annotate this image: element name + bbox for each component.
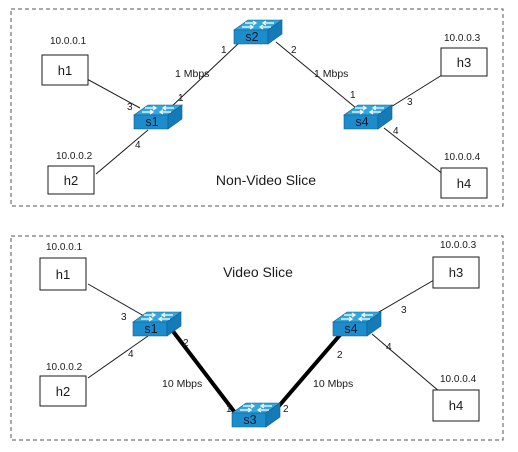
host-box: [432, 256, 480, 289]
port-label: 2: [183, 338, 189, 349]
host-box: [39, 257, 87, 291]
port-label: 3: [127, 102, 133, 113]
link-s4-h3: [371, 279, 435, 317]
host-box: [440, 47, 488, 77]
switch-s3: s3: [231, 402, 281, 428]
switch-label: s2: [245, 30, 258, 44]
slice-border: [10, 8, 504, 207]
switch-s2: s2: [233, 19, 283, 45]
host-box: [39, 375, 87, 407]
host-label: h1: [58, 63, 72, 78]
host-h3: h3 10.0.0.3: [432, 240, 480, 289]
host-h2: h2 10.0.0.2: [39, 362, 87, 407]
host-h1: h1 10.0.0.1: [39, 242, 87, 291]
link-s2-s4: [275, 41, 357, 109]
slice-border: [10, 235, 504, 441]
link-h2-s1: [95, 129, 149, 175]
host-ip: 10.0.0.3: [440, 240, 477, 251]
port-label: 4: [128, 349, 134, 360]
port-label: 4: [393, 126, 399, 137]
host-label: h3: [457, 55, 471, 70]
link-s1-s2: [169, 41, 241, 109]
bandwidth-label: 10 Mbps: [313, 378, 353, 390]
port-label: 1: [221, 45, 227, 56]
slice-title: Video Slice: [223, 264, 293, 280]
switch-label: s3: [243, 413, 256, 427]
slice-title: Non-Video Slice: [216, 172, 316, 188]
host-label: h2: [64, 173, 78, 188]
port-label: 4: [135, 140, 141, 151]
port-label: 1: [350, 90, 356, 101]
port-label: 4: [386, 342, 392, 353]
link-s4-h3: [385, 74, 443, 111]
switch-label: s4: [355, 115, 368, 129]
link-s1-s3: [170, 328, 238, 416]
port-label: 2: [283, 404, 289, 415]
switch-s1: s1: [133, 104, 183, 130]
link-s4-h4: [371, 333, 441, 393]
host-h4: h4 10.0.0.4: [432, 374, 480, 422]
host-label: h2: [56, 384, 70, 399]
port-label: 3: [121, 312, 127, 323]
port-label: 1: [178, 93, 184, 104]
port-label: 3: [407, 97, 413, 108]
switch-s4: s4: [343, 104, 393, 130]
host-box: [432, 389, 480, 422]
host-h4: h4 10.0.0.4: [440, 152, 488, 199]
host-ip: 10.0.0.1: [46, 242, 83, 253]
switch-s4: s4: [332, 311, 382, 337]
host-label: h3: [449, 265, 463, 280]
host-box: [41, 54, 89, 86]
host-label: h4: [457, 176, 471, 191]
switch-label: s4: [344, 322, 357, 336]
link-s3-s4: [270, 326, 348, 416]
host-ip: 10.0.0.2: [46, 362, 83, 373]
host-h3: h3 10.0.0.3: [440, 33, 488, 77]
bandwidth-label: 1 Mbps: [175, 68, 209, 80]
host-ip: 10.0.0.4: [440, 374, 477, 385]
switch-label: s1: [144, 322, 157, 336]
bandwidth-label: 10 Mbps: [162, 378, 202, 390]
host-h1: h1 10.0.0.1: [41, 36, 89, 86]
host-label: h4: [449, 398, 463, 413]
port-label: 2: [337, 350, 343, 361]
host-label: h1: [56, 267, 70, 282]
port-label: 2: [291, 45, 297, 56]
port-label: 3: [401, 305, 407, 316]
host-ip: 10.0.0.1: [50, 36, 87, 47]
link-h2-s1: [87, 335, 149, 379]
host-h2: h2 10.0.0.2: [47, 151, 95, 195]
link-h1-s1: [87, 283, 145, 317]
host-box: [440, 167, 488, 199]
port-label: 1: [226, 404, 232, 415]
switch-label: s1: [145, 115, 158, 129]
host-ip: 10.0.0.2: [56, 151, 93, 162]
video-slice: h1 10.0.0.1 h2 10.0.0.2 h3 10.0.0.3 h4 1…: [10, 235, 504, 441]
host-box: [47, 165, 95, 195]
switch-s1: s1: [132, 311, 182, 337]
link-s4-h4: [383, 127, 445, 176]
bandwidth-label: 1 Mbps: [314, 68, 348, 80]
host-ip: 10.0.0.4: [444, 152, 481, 163]
non-video-slice: h1 10.0.0.1 h2 10.0.0.2 h3 10.0.0.3 h4 1…: [10, 8, 504, 207]
host-ip: 10.0.0.3: [444, 33, 481, 44]
